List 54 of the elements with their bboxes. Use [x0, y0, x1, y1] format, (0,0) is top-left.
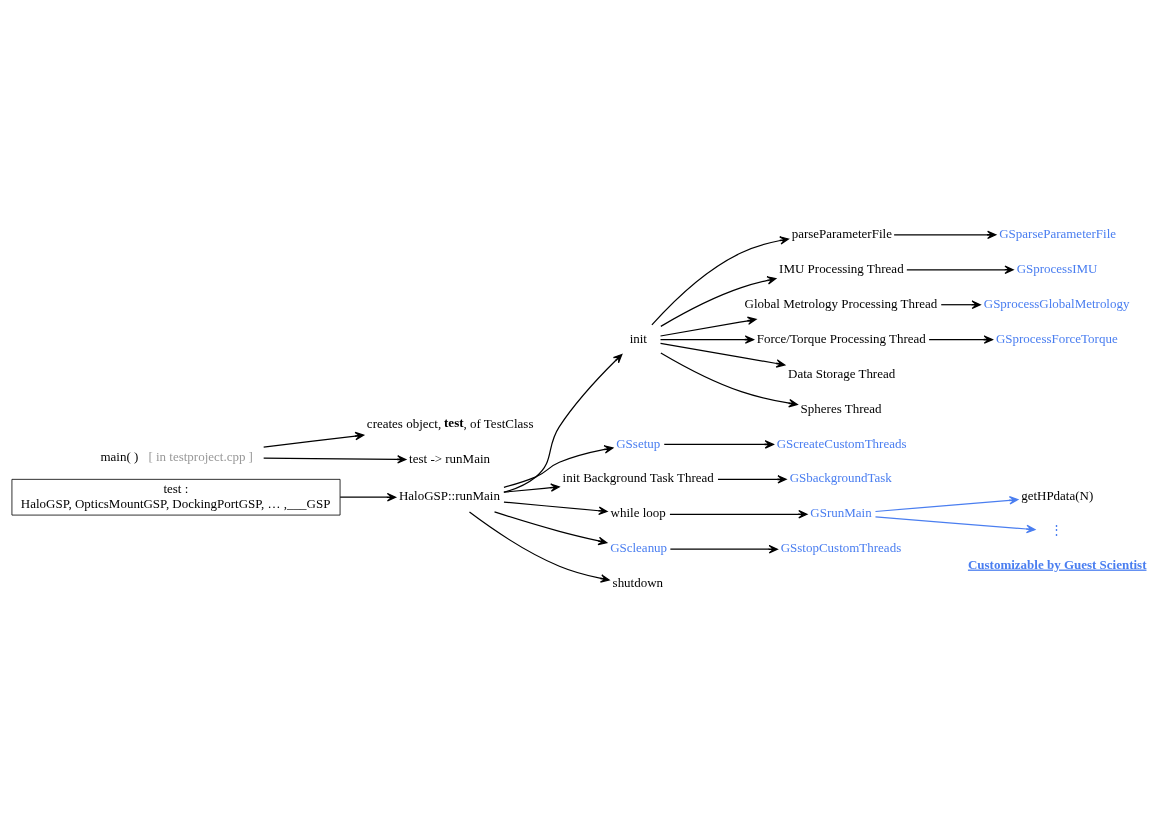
- node-text: init: [629, 330, 647, 346]
- arrow: [660, 351, 798, 407]
- node-text: GSparseParameterFile: [999, 225, 1117, 241]
- node-text: GSrunMain: [810, 504, 872, 520]
- arrow: [263, 454, 407, 464]
- node-text: GSbackgroundTask: [789, 469, 892, 485]
- arrow: [928, 334, 993, 344]
- node-text: test -> runMain: [409, 450, 491, 466]
- arrow: [660, 275, 777, 327]
- arrow: [503, 444, 614, 488]
- arrow: [874, 515, 1036, 533]
- arrow: [503, 500, 608, 515]
- node-text: creates object, test, of TestClass: [366, 414, 534, 431]
- arrow: [493, 510, 608, 545]
- arrow: [659, 316, 757, 337]
- node-text: GSprocessForceTorque: [995, 330, 1118, 346]
- node-text: while loop: [610, 504, 666, 520]
- node-text: main( ): [100, 448, 139, 464]
- node-box: test : HaloGSP, OpticsMountGSP, DockingPortGSP, … ,___GSP: [11, 478, 341, 515]
- arrow: [940, 299, 981, 309]
- arrow: [906, 265, 1014, 274]
- node-text: ⋮: [1050, 521, 1064, 537]
- arrow: [874, 495, 1019, 512]
- node-text: Force/Torque Processing Thread: [756, 330, 926, 346]
- arrow: [663, 439, 774, 449]
- arrow: [893, 230, 997, 239]
- node-text: Global Metrology Processing Thread: [744, 295, 938, 311]
- node-text: parseParameterFile: [791, 225, 892, 241]
- node-text: getHPdata(N): [1021, 487, 1094, 502]
- arrow: [717, 474, 787, 484]
- arrow: [659, 342, 786, 368]
- label: Customizable by Guest Scientist: [967, 556, 1147, 572]
- node-text: GSsetup: [616, 435, 661, 451]
- arrow: [669, 509, 808, 519]
- arrow: [659, 334, 755, 344]
- node-text: GSprocessIMU: [1016, 260, 1098, 276]
- node-text: GScleanup: [610, 539, 668, 555]
- arrow: [503, 482, 560, 493]
- node-text: GScreateCustomThreads: [776, 435, 907, 451]
- arrow: [503, 353, 623, 493]
- node-text: IMU Processing Thread: [779, 260, 904, 276]
- node-text: HaloGSP::runMain: [398, 487, 500, 503]
- node-text: init Background Task Thread: [562, 469, 714, 485]
- node-text: GSstopCustomThreads: [780, 539, 902, 555]
- node-label: [ in testproject.cpp ]: [148, 448, 253, 464]
- arrow: [263, 431, 365, 448]
- node-text: Data Storage Thread: [788, 365, 896, 381]
- arrow: [669, 544, 778, 553]
- arrow: [468, 510, 610, 583]
- node-text: Spheres Thread: [800, 400, 882, 416]
- arrow: [339, 492, 397, 501]
- node-text: GSprocessGlobalMetrology: [983, 295, 1130, 311]
- node-text: shutdown: [612, 574, 664, 590]
- arrow: [651, 235, 790, 326]
